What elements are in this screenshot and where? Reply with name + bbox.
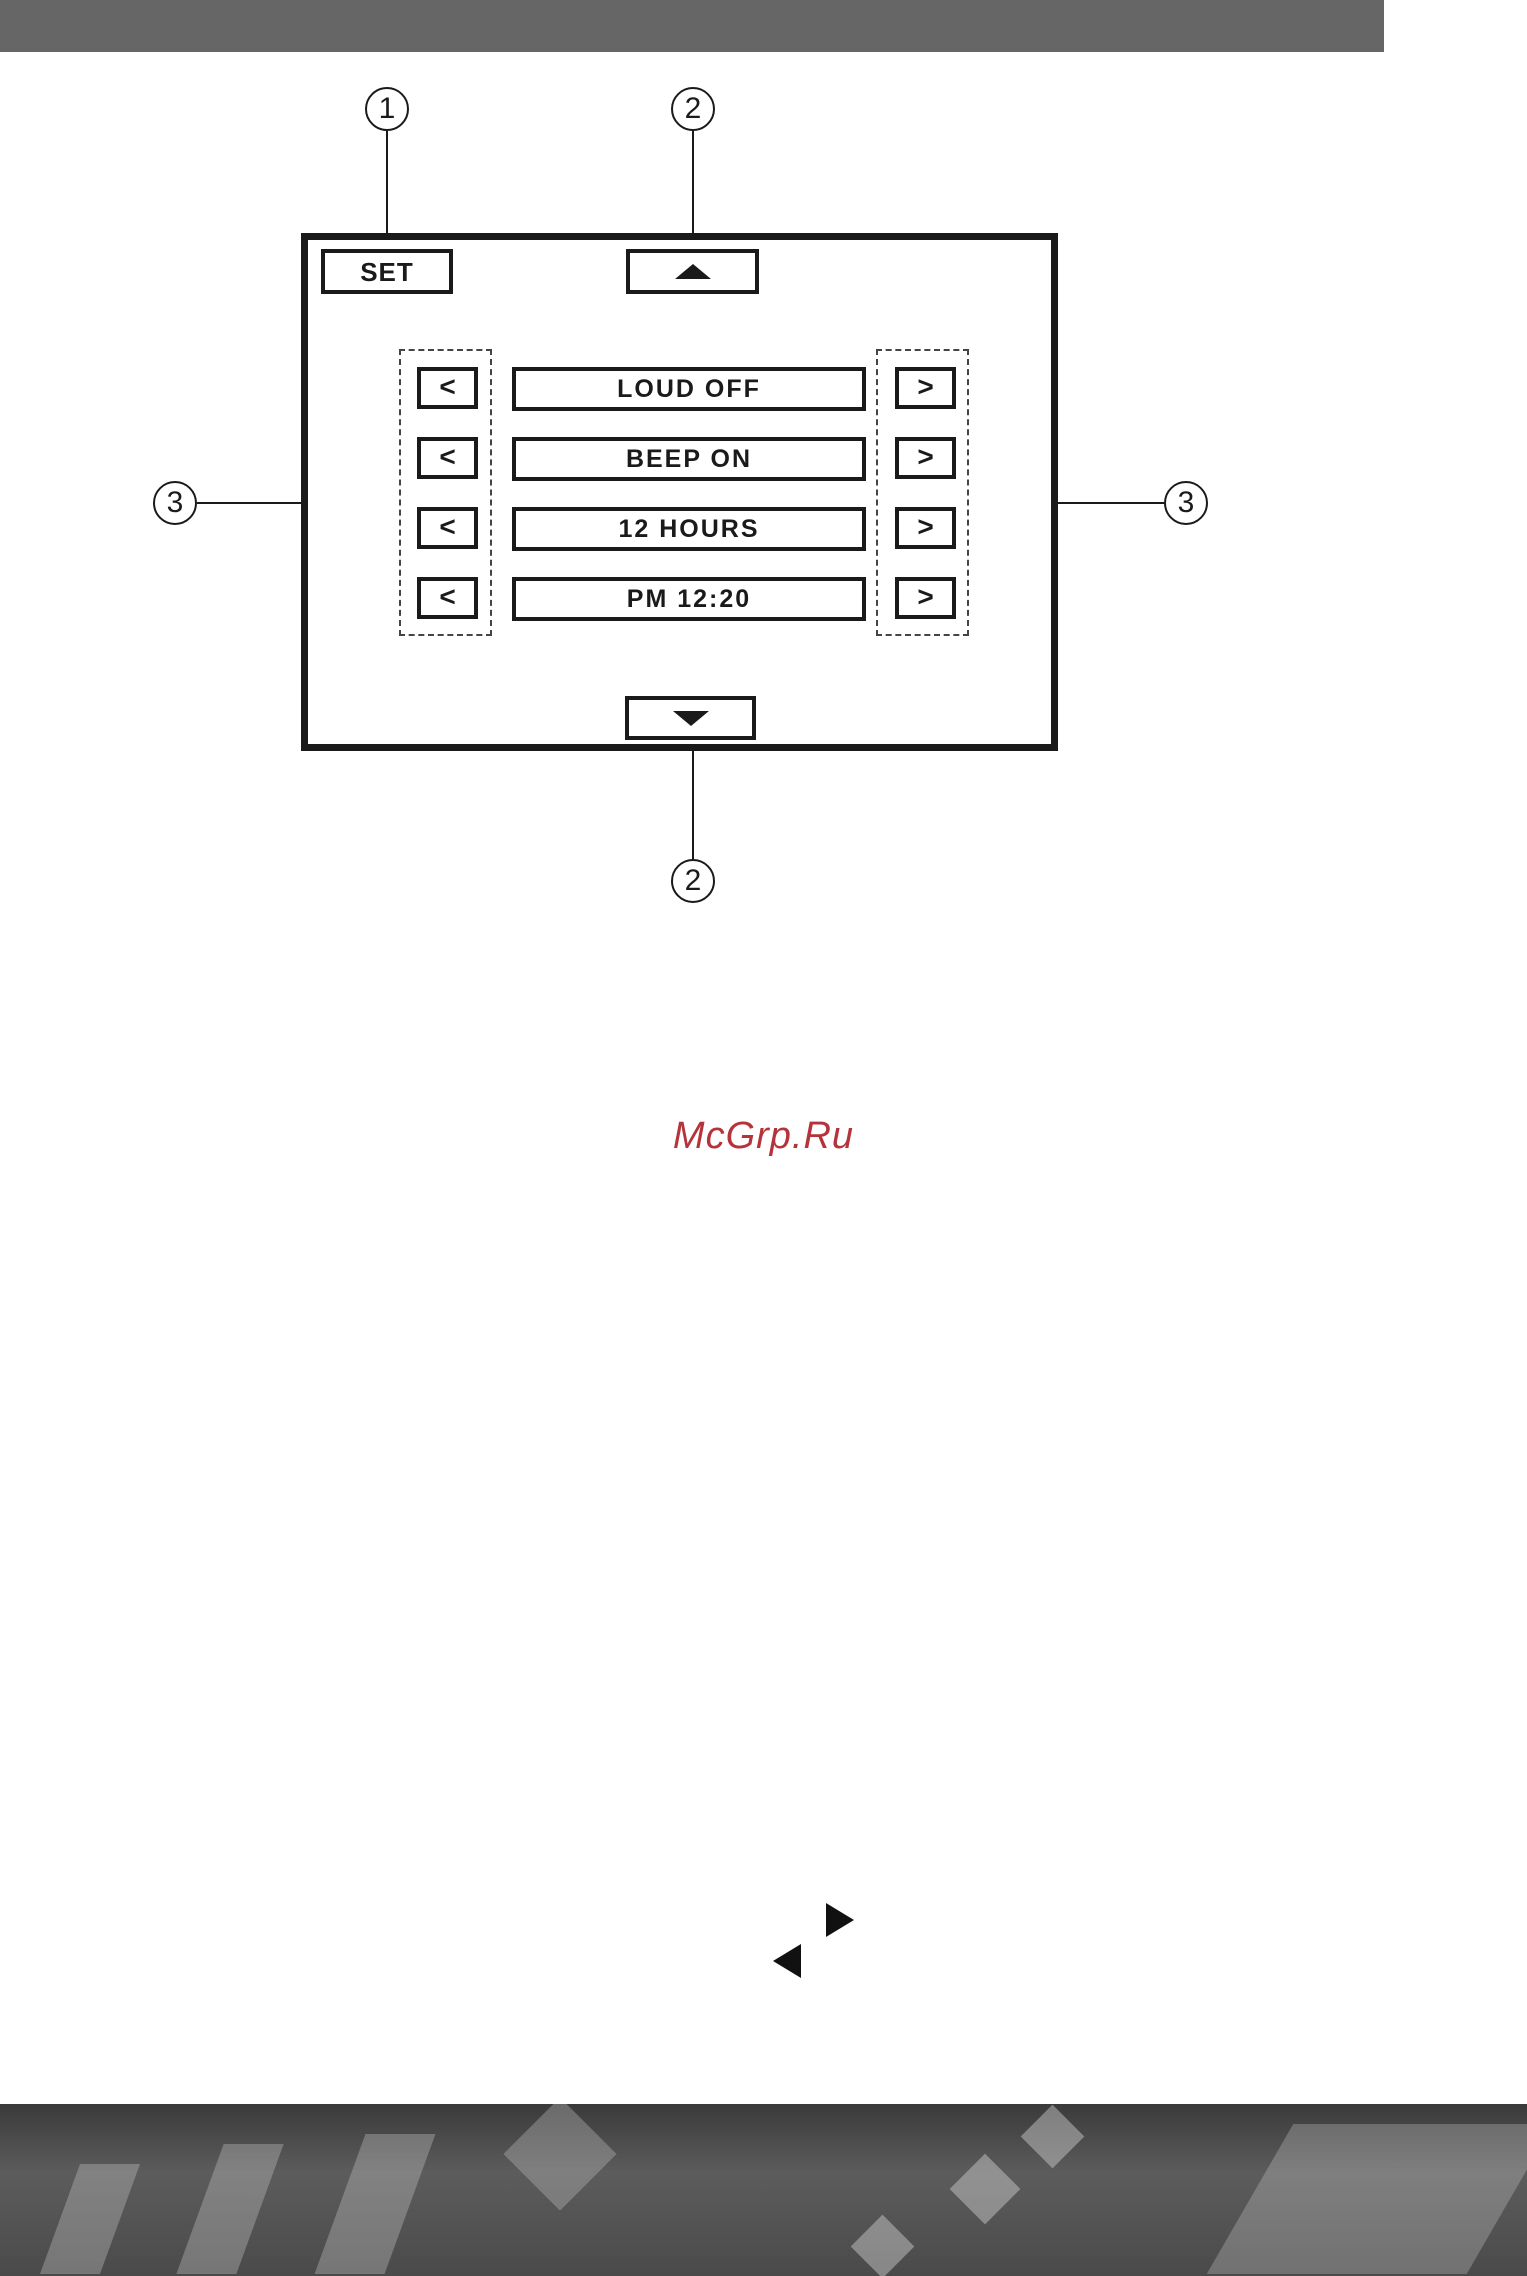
chevron-right-icon: > xyxy=(917,373,933,401)
chevron-left-icon: < xyxy=(439,583,455,611)
triangle-down-icon xyxy=(673,711,709,726)
row-3-value: 12 HOURS xyxy=(618,517,759,542)
row-1-decrease-button[interactable]: < xyxy=(417,367,478,409)
deco-shape-7 xyxy=(851,2215,915,2276)
row-1-value-field: LOUD OFF xyxy=(512,367,866,411)
chevron-left-icon: < xyxy=(439,373,455,401)
callout-2-top: 2 xyxy=(671,87,715,131)
deco-shape-8 xyxy=(1207,2124,1527,2274)
callout-2-top-number: 2 xyxy=(685,92,702,126)
row-1-increase-button[interactable]: > xyxy=(895,367,956,409)
row-4-decrease-button[interactable]: < xyxy=(417,577,478,619)
row-1-value: LOUD OFF xyxy=(617,377,761,402)
row-2-value-field: BEEP ON xyxy=(512,437,866,481)
row-4-value: PM 12:20 xyxy=(627,587,751,612)
set-button[interactable]: SET xyxy=(321,249,453,294)
callout-3-left-number: 3 xyxy=(167,486,184,520)
chevron-right-icon: > xyxy=(917,513,933,541)
header-bar xyxy=(0,0,1384,52)
scroll-up-button[interactable] xyxy=(626,249,759,294)
deco-shape-6 xyxy=(1021,2105,1085,2169)
row-2-value: BEEP ON xyxy=(626,447,752,472)
deco-shape-2 xyxy=(176,2144,283,2274)
chevron-left-icon: < xyxy=(439,443,455,471)
deco-shape-3 xyxy=(315,2134,436,2274)
chevron-right-icon: > xyxy=(917,583,933,611)
row-4-value-field: PM 12:20 xyxy=(512,577,866,621)
chevron-left-icon: < xyxy=(439,513,455,541)
set-button-label: SET xyxy=(360,259,414,285)
triangle-up-icon xyxy=(675,264,711,279)
callout-1: 1 xyxy=(365,87,409,131)
play-right-icon xyxy=(826,1903,854,1937)
deco-shape-4 xyxy=(503,2104,616,2211)
watermark: McGrp.Ru xyxy=(0,1115,1527,1158)
row-3-decrease-button[interactable]: < xyxy=(417,507,478,549)
callout-3-right: 3 xyxy=(1164,481,1208,525)
deco-shape-5 xyxy=(950,2154,1021,2225)
callout-2-bottom: 2 xyxy=(671,859,715,903)
deco-shape-1 xyxy=(40,2164,140,2274)
row-3-value-field: 12 HOURS xyxy=(512,507,866,551)
row-2-decrease-button[interactable]: < xyxy=(417,437,478,479)
row-3-increase-button[interactable]: > xyxy=(895,507,956,549)
callout-3-right-number: 3 xyxy=(1178,486,1195,520)
footer-decoration xyxy=(0,2104,1527,2276)
scroll-down-button[interactable] xyxy=(625,696,756,740)
callout-1-leader xyxy=(386,131,388,249)
play-left-icon xyxy=(773,1944,801,1978)
row-4-increase-button[interactable]: > xyxy=(895,577,956,619)
chevron-right-icon: > xyxy=(917,443,933,471)
callout-1-number: 1 xyxy=(379,92,396,126)
callout-3-left: 3 xyxy=(153,481,197,525)
row-2-increase-button[interactable]: > xyxy=(895,437,956,479)
callout-2-bottom-number: 2 xyxy=(685,864,702,898)
